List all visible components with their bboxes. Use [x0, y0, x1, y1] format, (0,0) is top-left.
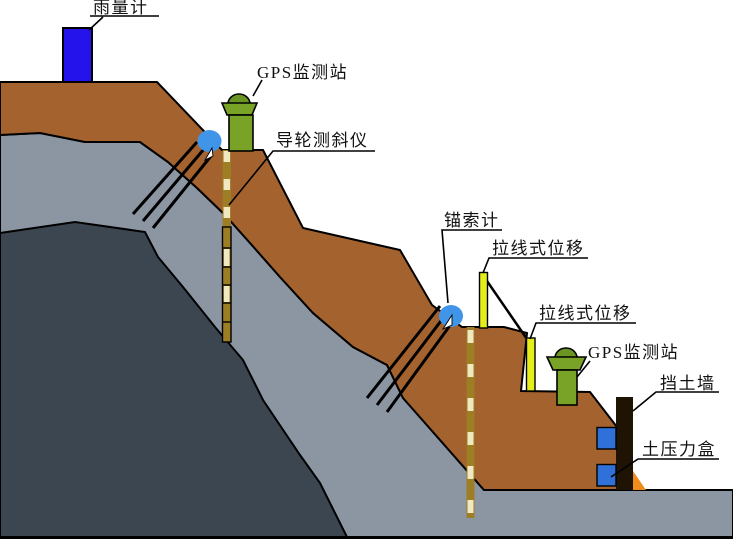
label-text: 拉线式位移	[492, 239, 585, 258]
label-earth-pressure-box: 土压力盒	[610, 440, 719, 478]
label-gps-station-1: GPS监测站	[252, 63, 348, 97]
label-text: 雨量计	[93, 0, 149, 17]
pressure-box-1	[596, 426, 617, 450]
label-gps-station-2: GPS监测站	[576, 343, 679, 378]
pullwire-post-1	[478, 271, 489, 329]
retaining-wall	[616, 397, 633, 490]
inclinometer-tube-2	[466, 327, 475, 518]
label-text: 土压力盒	[642, 440, 716, 459]
gps-cap	[545, 356, 588, 371]
wall-footing	[633, 471, 646, 490]
leader-arrowhead-icon	[203, 146, 214, 162]
rain-gauge	[62, 27, 93, 83]
label-inclinometer: 导轮测斜仪	[228, 131, 375, 206]
inclinometer-tube-1	[221, 150, 232, 343]
anchor-cables-2	[365, 305, 456, 413]
label-retaining-wall: 挡土墙	[632, 374, 719, 412]
label-text: 锚索计	[444, 211, 500, 230]
gps-column	[228, 114, 254, 152]
anchor-cables-1	[131, 141, 213, 229]
gps-cap	[220, 102, 259, 116]
label-text: 拉线式位移	[539, 304, 632, 323]
gps-station-1	[220, 93, 259, 152]
gps-column	[556, 369, 578, 406]
label-text: GPS监测站	[588, 343, 679, 362]
label-pull-wire-1: 拉线式位移	[482, 239, 588, 274]
label-text: GPS监测站	[257, 63, 348, 82]
pullwire-cable	[485, 280, 531, 343]
label-anchor-gauge: 锚索计	[441, 211, 502, 304]
label-text: 导轮测斜仪	[276, 131, 369, 150]
gps-station-2	[545, 347, 588, 406]
label-rain-gauge: 雨量计	[88, 0, 159, 31]
label-pull-wire-2: 拉线式位移	[529, 304, 636, 340]
pullwire-post-2	[525, 337, 536, 392]
pressure-box-2	[596, 463, 617, 487]
layer-topsoil	[0, 81, 618, 491]
leader-arrowhead-icon	[441, 313, 453, 331]
label-text: 挡土墙	[660, 374, 716, 393]
anchor-head-1	[197, 130, 222, 152]
